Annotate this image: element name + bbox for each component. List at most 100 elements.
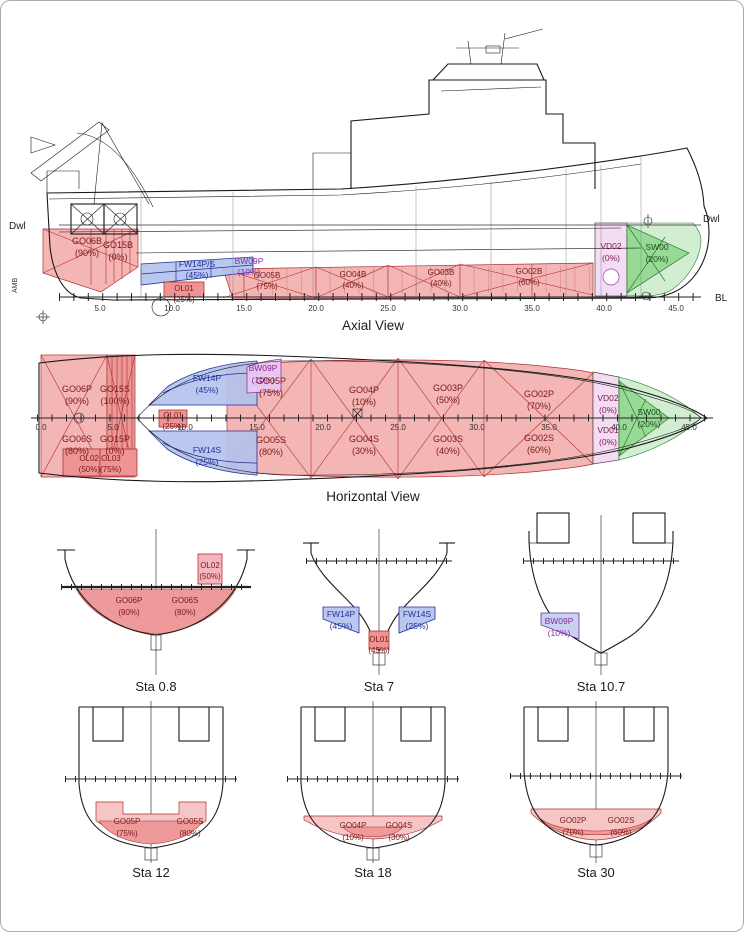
station-caption: Sta 7 — [364, 679, 394, 694]
tank-label-go05p-pct: (75%) — [259, 388, 283, 398]
keel-mark — [594, 652, 608, 666]
tank-label-ol01-pct: (25%) — [173, 295, 195, 304]
station-caption: Sta 12 — [132, 865, 170, 880]
tank-label-go03s: GO03S — [433, 434, 463, 444]
tank-label-fw14s: FW14S — [403, 609, 432, 619]
reference-marks — [36, 214, 653, 324]
tank-label-go15b-pct: (0%) — [108, 252, 127, 262]
station-tank-bw09p[interactable] — [540, 612, 580, 640]
keel-mark — [144, 847, 158, 861]
tank-label-go04s-pct: (30%) — [352, 446, 376, 456]
tank-label-go02p: GO02P — [560, 816, 587, 825]
station-tank-go02[interactable] — [530, 808, 662, 841]
tank-label-go15p: GO15P — [100, 434, 130, 444]
keel-mark — [150, 634, 162, 651]
tank-label-fw14p: FW14P — [327, 609, 356, 619]
station-caption: Sta 18 — [354, 865, 392, 880]
tank-label-ol01: OL01 — [174, 284, 194, 293]
axis-tick-label: 10.0 — [177, 423, 193, 432]
tank-label-bw09: BW09P — [235, 256, 264, 266]
tank-label-go05p: GO05P — [256, 376, 286, 386]
station-tank-fw14s[interactable] — [398, 606, 436, 634]
tank-label-vd01-pct: (0%) — [599, 437, 617, 447]
tank-label-go05p: GO05P — [114, 817, 141, 826]
tank-label-go04p: GO04P — [349, 385, 379, 395]
station-10-7: BW09P (10%) Sta 10.7 — [523, 512, 679, 694]
station-tank-go04[interactable] — [303, 815, 443, 840]
tank-label-bw09p: BW09P — [249, 363, 278, 373]
tank-label-go05b: GO05B — [254, 271, 281, 280]
axis-tick-label: 5.0 — [94, 304, 106, 313]
tank-label-ol02: OL02 — [200, 561, 220, 570]
station-0-8: OL02 (50%) GO06P (90%) GO06S (80%) Sta 0… — [57, 529, 255, 694]
tank-label-go04b-pct: (40%) — [342, 281, 364, 290]
tank-grid — [42, 228, 139, 285]
station-12: GO05P (75%) GO05S (80%) Sta 12 — [65, 701, 237, 880]
axial-view: Dwl Dwl BL AMB 5.0 10.0 15.0 20.0 25.0 3… — [9, 28, 728, 333]
tank-label-bw09p-pct: (10%) — [252, 375, 275, 385]
tank-label-go02s: GO02S — [608, 816, 635, 825]
mast — [456, 28, 544, 65]
station-tank-ol01[interactable] — [368, 630, 390, 650]
tank-label-go05s-pct: (80%) — [179, 829, 201, 838]
tank-label-bw09p-pct: (10%) — [548, 628, 571, 638]
tank-label-go15p-pct: (0%) — [105, 446, 124, 456]
plan-tank-ol-aft[interactable] — [62, 448, 138, 477]
tank-label-go05s: GO05S — [177, 817, 204, 826]
axis-tick-label: 40.0 — [611, 423, 627, 432]
tank-label-go05s: GO05S — [256, 435, 286, 445]
axis-tick-label: 20.0 — [315, 423, 331, 432]
axis-tick-label: 10.0 — [164, 304, 180, 313]
station-tank-go06[interactable] — [75, 588, 237, 635]
tank-label-ol01: OL01 — [163, 411, 183, 420]
station-caption: Sta 0.8 — [135, 679, 176, 694]
tank-label-go04p-pct: (10%) — [342, 833, 364, 842]
axial-tank-vd02[interactable] — [594, 222, 628, 297]
axis-tick-label: 20.0 — [308, 304, 324, 313]
keel-mark — [589, 844, 603, 858]
tank-label-go04p: GO04P — [340, 821, 367, 830]
station-tank-ol02[interactable] — [197, 553, 223, 585]
tank-label-vd02: VD02 — [597, 393, 619, 403]
tank-label-go02b-pct: (60%) — [518, 278, 540, 287]
tank-label-go06s: GO06S — [62, 434, 92, 444]
tank-label-fw14p: FW14P — [193, 373, 222, 383]
plan-tank-bw09p[interactable] — [246, 358, 282, 394]
keel-mark — [372, 652, 386, 666]
dwl-label-right: Dwl — [703, 214, 720, 225]
tank-label-ol02-pct: (50%) — [199, 572, 221, 581]
axial-tank-labels: GO06B (90%) GO15B (0%) FW14P/S (45%) BW0… — [72, 236, 669, 304]
tank-label-go04s: GO04S — [349, 434, 379, 444]
tank-label-ol-aft: OL02 OL03 — [79, 454, 121, 463]
axis-tick-label: 40.0 — [596, 304, 612, 313]
dwl-label-left: Dwl — [9, 221, 26, 232]
axial-tank-sw00[interactable] — [626, 222, 702, 297]
tank-label-go06p-pct: (90%) — [65, 396, 89, 406]
tank-label-go04b: GO04B — [340, 270, 367, 279]
axis-tick-label: 0.0 — [35, 423, 47, 432]
tank-label-sw00-pct: (20%) — [646, 254, 669, 264]
tank-label-go06b-pct: (90%) — [75, 248, 99, 258]
station-tank-go05[interactable] — [95, 801, 207, 845]
tank-label-go05p-pct: (75%) — [116, 829, 138, 838]
tank-label-go02p-pct: (70%) — [527, 401, 551, 411]
tank-label-go06s-pct: (80%) — [174, 608, 196, 617]
axial-view-title: Axial View — [342, 318, 404, 333]
plan-tank-sw00[interactable] — [618, 376, 702, 461]
tank-label-fw14: FW14P/S — [179, 259, 216, 269]
keel-mark — [366, 847, 380, 861]
axial-tank-go06b-go15b[interactable] — [42, 228, 139, 293]
plan-tank-ol01[interactable] — [158, 409, 188, 428]
tank-label-fw14s-pct: (25%) — [196, 457, 219, 467]
tank-label-go06s-pct: (80%) — [65, 446, 89, 456]
station-18: GO04P (10%) GO04S (30%) Sta 18 — [287, 701, 459, 880]
tank-label-go02s-pct: (60%) — [527, 445, 551, 455]
tank-label-vd01: VD01 — [597, 425, 619, 435]
axis-tick-label: 35.0 — [524, 304, 540, 313]
superstructure — [312, 28, 596, 189]
axis-tick-label: 25.0 — [380, 304, 396, 313]
station-tank-fw14p[interactable] — [322, 606, 360, 634]
axis-tick-label: 5.0 — [107, 423, 119, 432]
axis-tick-label: 35.0 — [541, 423, 557, 432]
plan-tank-fw14p[interactable] — [148, 360, 258, 406]
